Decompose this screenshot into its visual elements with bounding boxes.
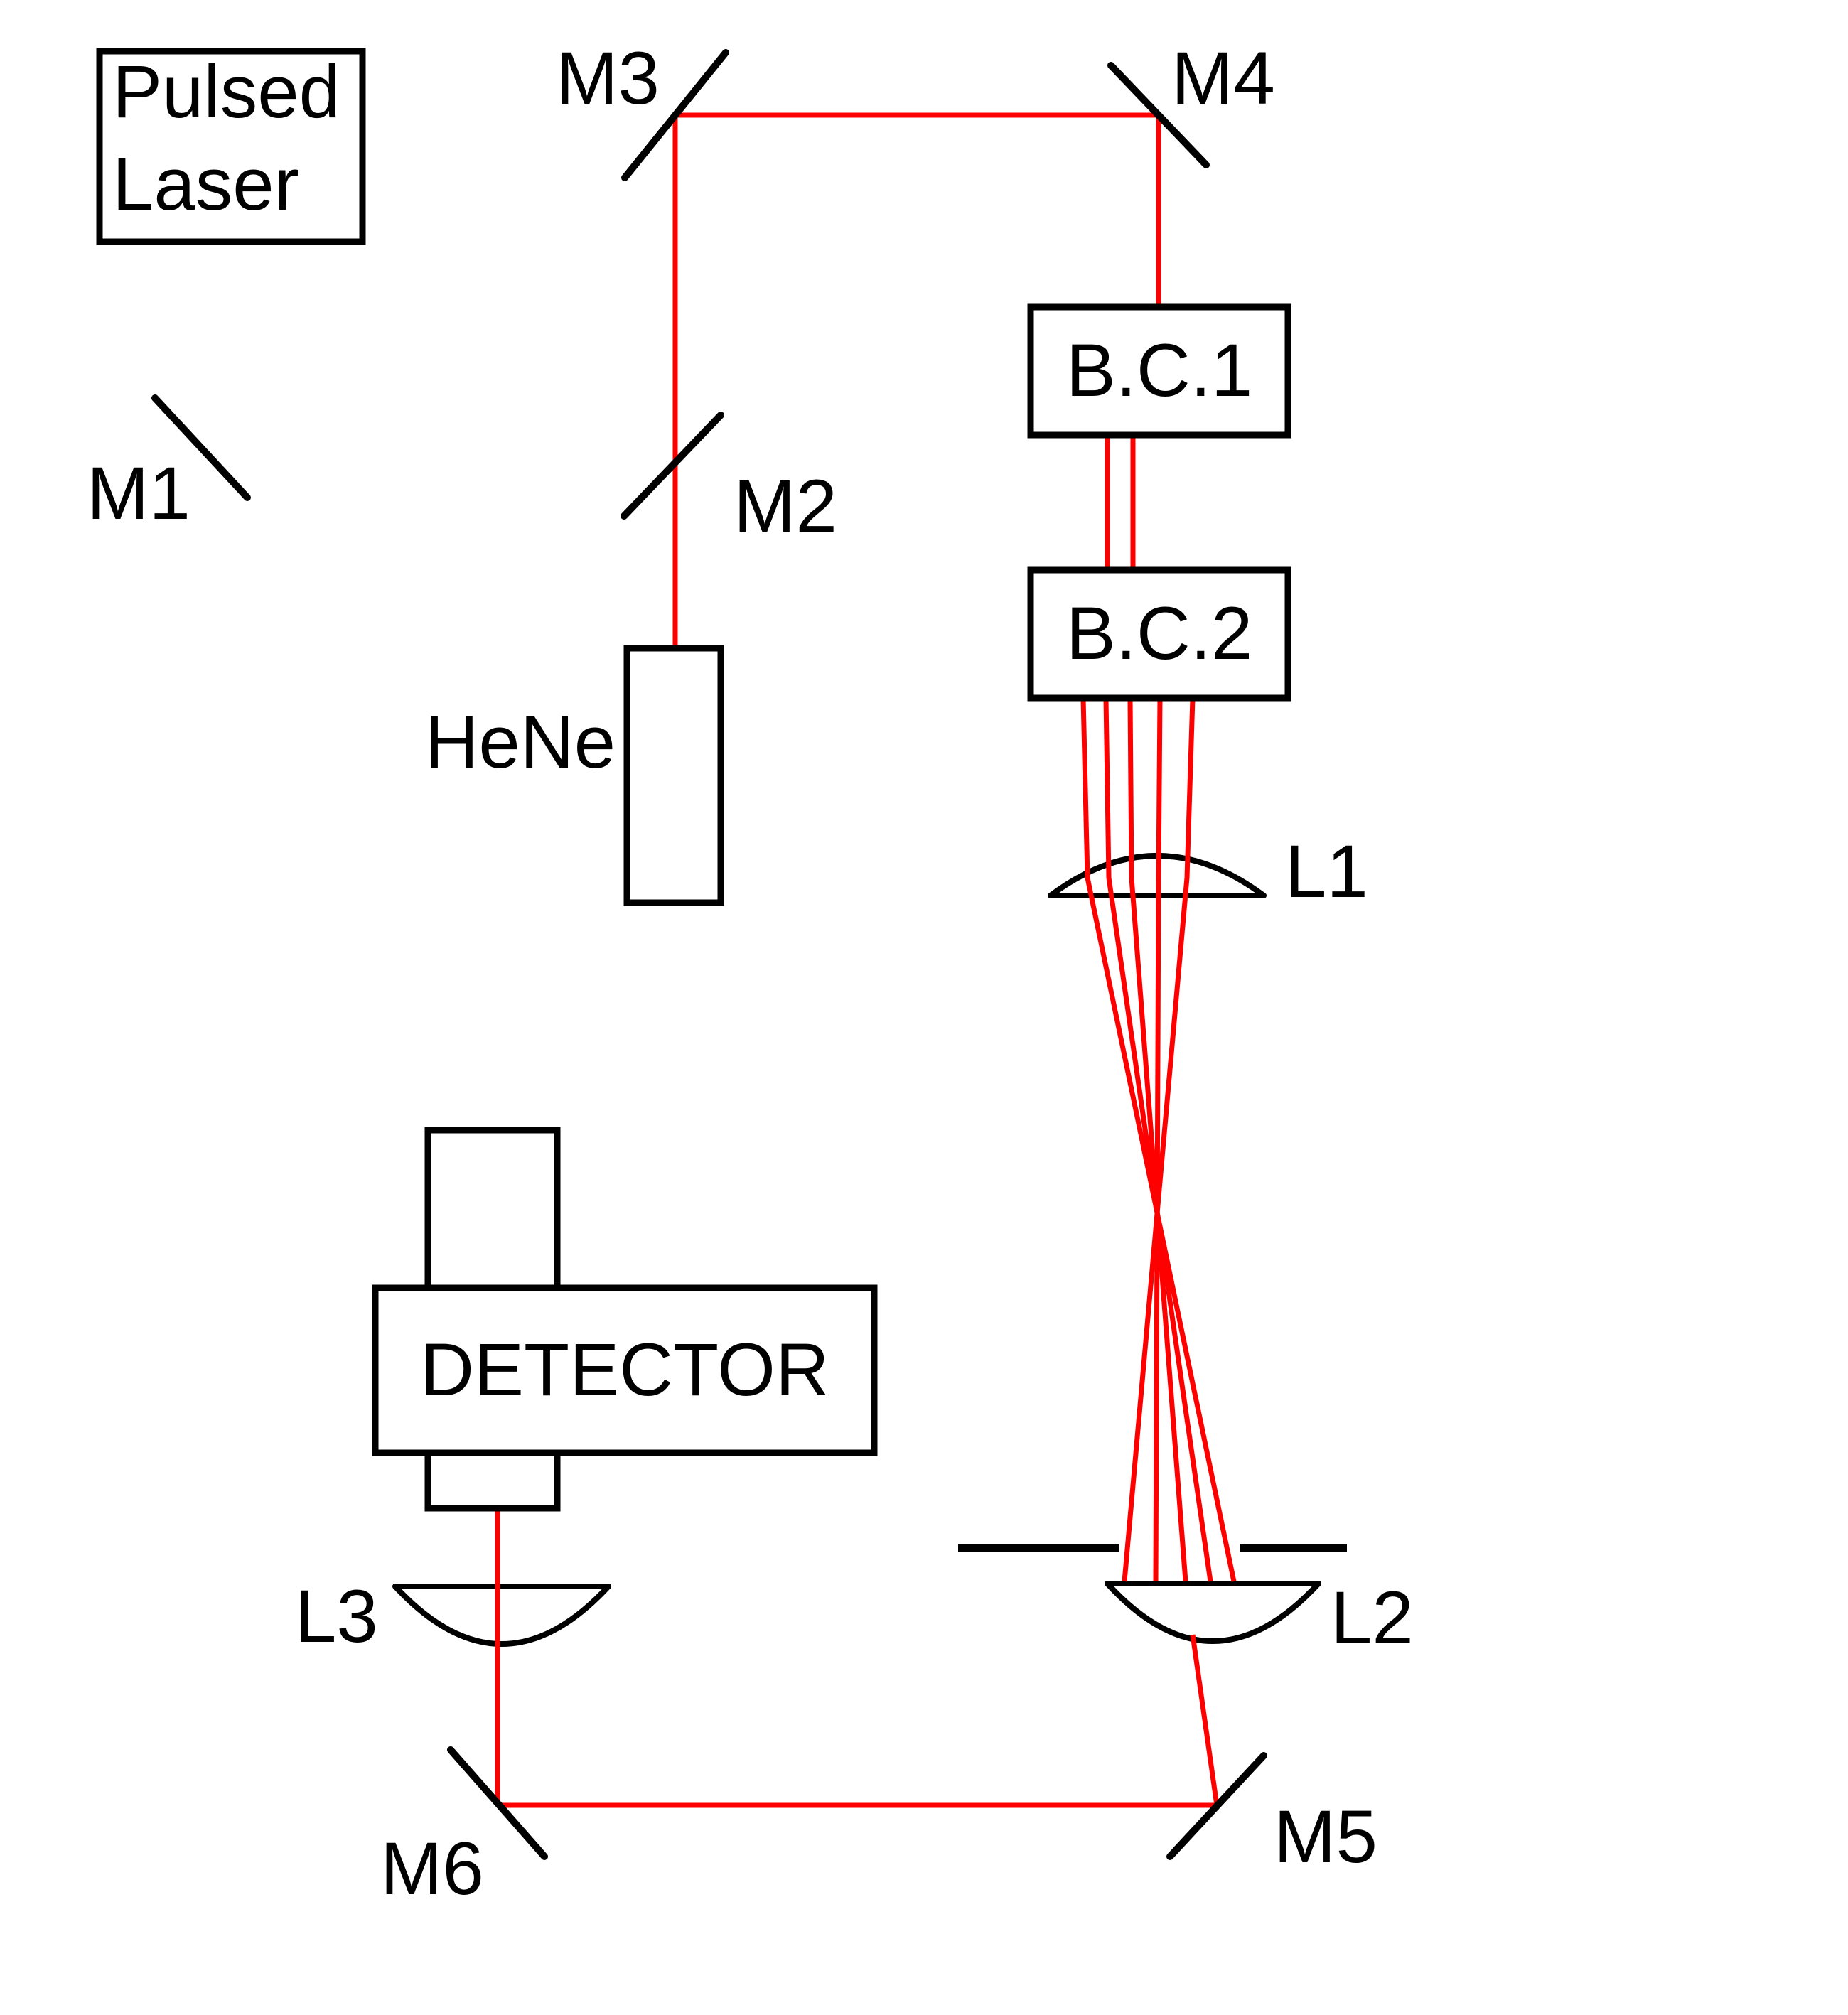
l3-label: L3 <box>295 1575 378 1658</box>
beam-fan-3 <box>1127 697 1188 1582</box>
lens-l2 <box>1105 1581 1321 1644</box>
mirror-m1 <box>151 394 251 501</box>
m5-label: M5 <box>1274 1795 1377 1879</box>
m1-label: M1 <box>87 452 190 535</box>
l2-label: L2 <box>1331 1576 1414 1660</box>
pulsed-laser-label-line1: Pulsed <box>112 50 340 134</box>
hene-label: HeNe <box>425 701 616 784</box>
detector-bottom-stub <box>424 1448 561 1512</box>
beam-fan-1 <box>1080 697 1237 1582</box>
beam-fan-4 <box>1153 697 1163 1582</box>
beam-m3-m4-bc1 <box>675 112 1161 308</box>
detector-label: DETECTOR <box>420 1328 829 1412</box>
beam-l2-m5 <box>1190 1634 1220 1806</box>
mirror-m3 <box>621 49 729 181</box>
mirror-m2 <box>621 412 724 520</box>
beam-fan-2 <box>1103 697 1213 1582</box>
bc1-label: B.C.1 <box>1066 329 1253 412</box>
m3-label: M3 <box>556 37 660 120</box>
mirror-m4 <box>1107 62 1210 168</box>
detector-box <box>372 1284 878 1456</box>
bc2-box <box>1027 566 1291 702</box>
bc2-label: B.C.2 <box>1066 592 1253 675</box>
mirror-m5 <box>1166 1752 1267 1860</box>
mirror-m6 <box>447 1746 548 1860</box>
bc1-box <box>1027 303 1291 439</box>
lens-l3 <box>392 1584 611 1647</box>
pulsed-laser-label-line2: Laser <box>112 143 299 226</box>
beam-fan-5 <box>1122 697 1196 1582</box>
l1-label: L1 <box>1285 830 1368 913</box>
pulsed-laser-box <box>96 48 366 245</box>
detector-top-stub <box>424 1127 561 1293</box>
m4-label: M4 <box>1171 37 1275 120</box>
m2-label: M2 <box>734 465 837 548</box>
hene-box <box>623 645 724 906</box>
m6-label: M6 <box>380 1827 484 1911</box>
